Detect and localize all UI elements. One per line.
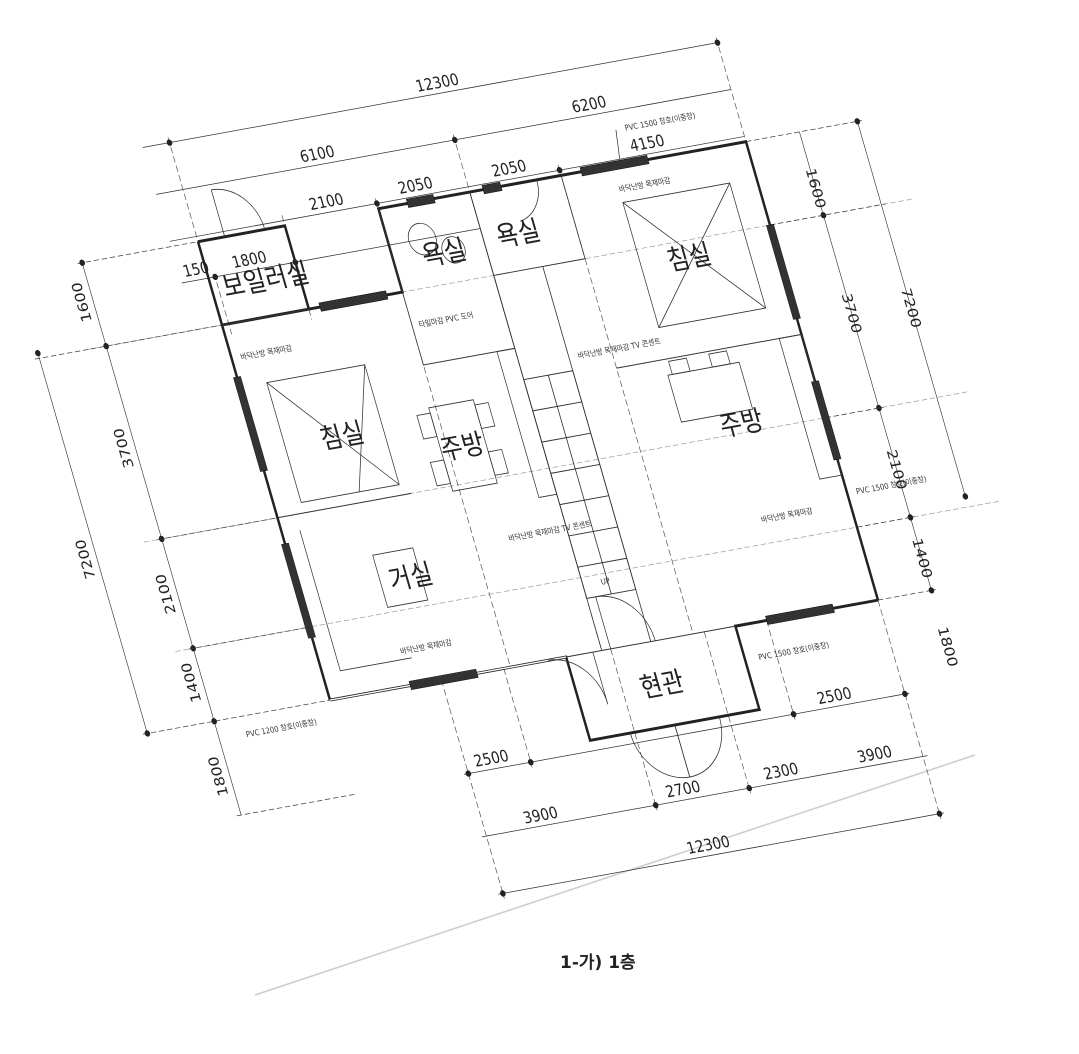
room-label-bath2: 욕실	[493, 215, 545, 254]
note-window-top-right: PVC 1500 창호(이중창)	[623, 110, 696, 133]
room-label-living: 거실	[385, 558, 437, 597]
room-label-bedroom-right: 침실	[664, 239, 716, 278]
counter-left	[496, 347, 558, 498]
window-bath	[405, 194, 436, 208]
note-bath: 타일마감 PVC 도어	[417, 309, 474, 329]
dim-right-1400: 1400	[908, 537, 935, 580]
bed-right	[622, 182, 767, 329]
door-front-right	[674, 716, 723, 778]
exterior-walls	[196, 139, 880, 743]
ground-line	[254, 754, 976, 996]
sofa	[299, 530, 412, 672]
dimensions-bottom: 2500 2500 3900 2700 2300 3900 12300	[441, 600, 945, 899]
dining-table-right	[667, 361, 754, 423]
drawing-caption: 1-가) 1층	[560, 953, 636, 973]
room-label-bath1: 욕실	[418, 234, 470, 273]
note-living: 바닥난방 목재마감	[399, 637, 453, 657]
window-bottom-left	[408, 668, 479, 690]
dim-left-1600: 1600	[68, 281, 95, 324]
dim-right-1800: 1800	[934, 625, 961, 668]
window-living	[281, 542, 316, 639]
door-front-left	[629, 724, 691, 779]
staircase: UP	[523, 370, 637, 599]
bed-left	[266, 364, 400, 503]
note-window-left: PVC 1200 창호(이중창)	[244, 716, 317, 739]
dimensions-left: 1600 3700 2100 1400 1800 7200	[34, 241, 358, 817]
dining-table-left	[428, 399, 498, 492]
plan-body: 12300 6100 6200 2100 2050 2050 4150 150 …	[34, 37, 1000, 899]
door-boiler	[210, 188, 266, 237]
dim-top-overall: 12300	[413, 70, 461, 97]
dim-left-1400: 1400	[178, 661, 205, 704]
dim-right-3700: 3700	[838, 292, 865, 335]
fixtures	[266, 182, 843, 672]
dimensions-top: 12300 6100 6200 2100 2050 2050 4150 150 …	[142, 37, 774, 668]
dim-right-1600: 1600	[802, 167, 829, 210]
dim-left-3700: 3700	[110, 427, 137, 470]
coffee-table	[372, 547, 429, 608]
note-bedroom-right: 바닥난방 목재마감	[617, 174, 671, 194]
door-entrance-side	[548, 652, 609, 705]
door-bath2	[520, 179, 539, 222]
windows	[233, 155, 842, 690]
room-label-kitchen-right: 주방	[716, 405, 768, 444]
stair-up-label: UP	[599, 576, 611, 587]
room-label-entrance: 현관	[637, 666, 689, 705]
window-bath2	[481, 181, 503, 195]
note-center: 바닥난방 목재마감 TV 콘센트	[507, 518, 593, 544]
washbasin	[441, 236, 466, 264]
window-bedroom-left	[233, 376, 268, 472]
doors	[210, 179, 723, 779]
counter-right	[778, 333, 843, 480]
window-bottom-right	[765, 603, 835, 625]
room-labels: 보일러실 욕실 욕실 침실 침실 주방 주방 거실 현관	[219, 215, 768, 705]
dim-left-2100: 2100	[152, 573, 179, 616]
window-bedroom-right	[766, 224, 801, 320]
toilet	[407, 222, 437, 256]
window-top-left	[318, 290, 389, 312]
note-bedroom-left: 바닥난방 목재마감	[239, 342, 293, 362]
grid-lines	[88, 198, 1000, 652]
door-entrance-inner	[595, 595, 656, 649]
note-kitchen-right-floor: 바닥난방 목재마감	[759, 505, 813, 525]
dim-left-7200: 7200	[72, 538, 99, 581]
room-label-kitchen-left: 주방	[437, 428, 489, 467]
dim-bottom-overall: 12300	[684, 832, 732, 859]
window-top-right	[579, 155, 650, 177]
dim-left-1800: 1800	[205, 755, 232, 798]
annotations: PVC 1500 창호(이중창) 바닥난방 목재마감 바닥난방 목재마감 타일마…	[239, 110, 928, 740]
dim-right-7200: 7200	[897, 287, 924, 330]
note-entrance-window: PVC 1500 창호(이중창)	[757, 639, 830, 662]
room-label-bedroom-left: 침실	[316, 417, 368, 456]
dimensions-right: 1600 3700 2100 1400 1800 7200	[745, 118, 969, 668]
note-center-top: 바닥난방 목재마감 TV 콘센트	[576, 335, 662, 361]
